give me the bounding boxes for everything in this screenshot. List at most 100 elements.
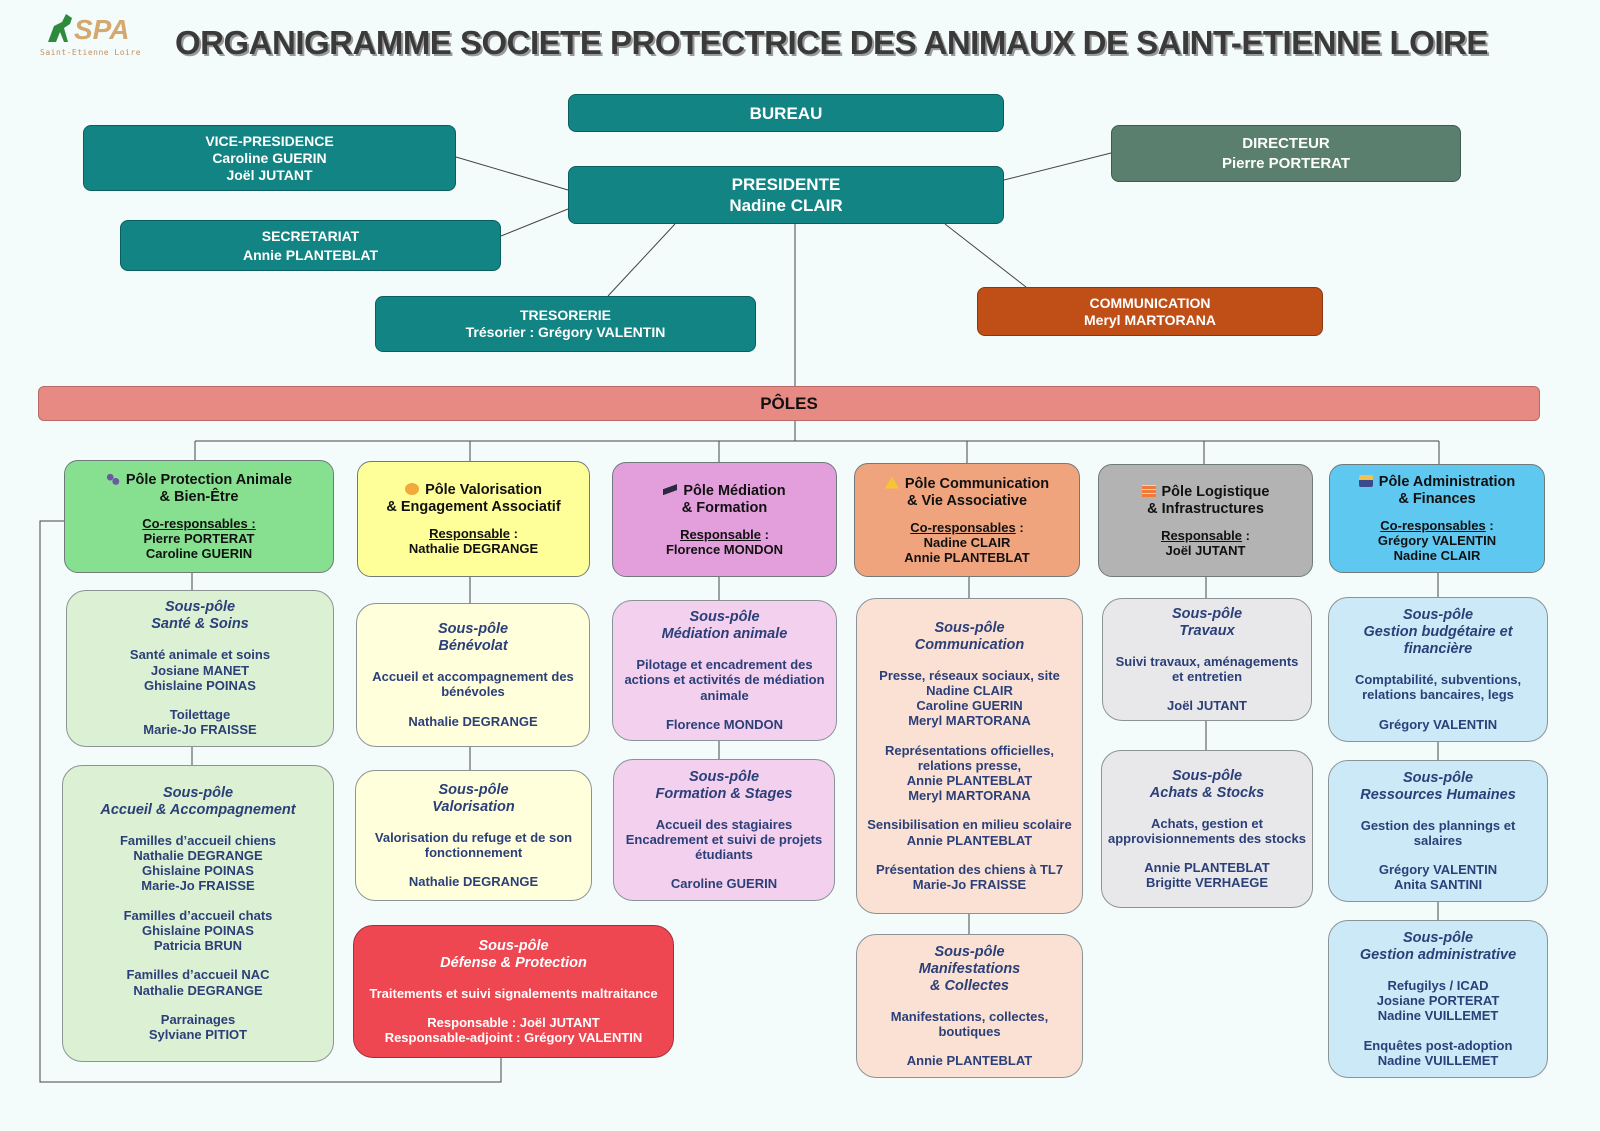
sous-pole-heading: Gestion administrative [1359,946,1517,963]
sous-pole-line: Accueil des stagiaires [655,816,793,832]
logo-subtitle: Saint-Etienne Loire [40,48,142,57]
sous-pole-heading: Sous-pôle [478,937,549,954]
sous-pole-line: Parrainages [160,1011,236,1027]
sous-pole-heading: Sous-pôle [437,621,509,638]
sous-pole-group: Gestion des plannings et salaires [1335,818,1541,848]
pole-title-text: Pôle Communication [904,475,1050,492]
sous-pole-group: Nathalie DEGRANGE [363,714,583,729]
pole-title-line: Pôle Communication [855,476,1079,493]
sous-pole-line: Familles d’accueil NAC [126,967,270,983]
dog-logo-icon [48,14,72,42]
pole-title-text: & Bien-Être [159,489,239,505]
sous-pole-group: Pilotage et encadrement des actions et a… [619,657,830,703]
pole-title-text: & Finances [1398,491,1476,507]
pole-title-line: & Finances [1330,491,1544,508]
pole-title-line: & Vie Associative [855,493,1079,510]
secretariat-role: SECRETARIAT [261,227,360,244]
sous-pole-line: Marie-Jo FRAISSE [143,722,257,738]
pole-member: Grégory VALENTIN [1377,533,1497,548]
communication-role: COMMUNICATION [1089,294,1211,311]
pole-title-line: Pôle Administration [1330,474,1544,491]
pole-title-line: & Infrastructures [1099,501,1312,518]
sous-pole-line: Caroline GUERIN [670,876,778,892]
sous-pole-line: Accueil et accompagnement des bénévoles [372,669,574,700]
pole-role-label: Co-responsables [910,519,1016,535]
tresorerie-box: TRESORERIE Trésorier : Grégory VALENTIN [375,296,756,352]
floppy-disk-icon [1358,475,1373,487]
directeur-name: Pierre PORTERAT [1221,154,1351,172]
pole-role-separator: : [760,526,769,542]
sous-pole-heading: Défense & Protection [440,954,587,971]
pole-title-text: Pôle Protection Animale [125,472,293,488]
pole-role-separator: : [509,526,518,541]
sous-pole-line: Meryl MARTORANA [908,788,1031,804]
sous-pole-group: Caroline GUERIN [620,876,828,891]
sous-pole-line: Nathalie DEGRANGE [133,848,263,864]
sous-pole-line: Pilotage et encadrement des actions et a… [624,657,825,703]
sous-pole-line: Presse, réseaux sociaux, site [879,667,1060,683]
sous-pole-line: Annie PLANTEBLAT [906,773,1033,788]
directeur-box: DIRECTEUR Pierre PORTERAT [1111,125,1461,182]
sous-pole-group: Nathalie DEGRANGE [362,874,585,889]
pole-member: Nathalie DEGRANGE [408,541,539,556]
sous-pole-heading: Sous-pôle [164,599,236,616]
sous-pole-line: Patricia BRUN [153,938,243,954]
pole-title-text: Pôle Logistique [1161,483,1270,500]
sous-pole-line: Sylviane PITIOT [148,1026,248,1042]
pole-member: Nadine CLAIR [923,534,1011,550]
spa-logo: SPA Saint-Etienne Loire [38,8,141,60]
pole-member: Nadine CLAIR [1393,548,1481,563]
sous-pole-line: Comptabilité, subventions, relations ban… [1354,672,1522,703]
pole-title-text: & Vie Associative [906,492,1028,509]
sous-pole-group: Accueil et accompagnement des bénévoles [363,669,583,699]
sous-pole-line: Meryl MARTORANA [908,713,1031,729]
sous-pole-line: Responsable-adjoint : Grégory VALENTIN [384,1030,643,1046]
pole-role-label: Responsable [680,526,761,542]
sous-pole-line: Nathalie DEGRANGE [408,874,539,890]
pole-role-label: Co-responsables : [142,516,256,531]
sous-pole-line: Responsable : Joël JUTANT [427,1014,600,1030]
sous-pole-line: Ghislaine POINAS [142,863,254,879]
sous-pole-heading: Médiation animale [661,626,788,643]
pole-member: Caroline GUERIN [145,546,253,561]
sous-pole-line: Présentation des chiens à TL7 [875,861,1064,877]
sous-pole-heading: Sous-pôle [1402,607,1474,624]
vice-name: Joël JUTANT [226,166,313,183]
pole-role-line: Responsable : [358,526,589,541]
tresorerie-role: TRESORERIE [519,307,611,323]
sous-pole-line: Sensibilisation en milieu scolaire [867,817,1072,833]
sous-pole-line: Nadine VUILLEMET [1377,1052,1499,1068]
bell-icon [884,476,899,489]
pole-title-text: Pôle Administration [1378,474,1516,490]
sous-pole-line: Ghislaine POINAS [144,677,256,693]
sous-pole-line: Encadrement et suivi de projets étudiant… [625,831,823,862]
sous-pole-heading: Sous-pôle [438,781,509,798]
sous-pole-line: Traitements et suivi signalements maltra… [369,985,658,1001]
communication-name: Meryl MARTORANA [1084,311,1216,328]
sous-pole-line: Gestion des plannings et salaires [1360,817,1516,848]
vice-role: VICE-PRESIDENCE [205,132,334,149]
sous-pole-line: Représentations officielles, relations p… [884,742,1055,773]
sous-pole-group: Représentations officielles, relations p… [863,743,1076,804]
pole-title-text: Pôle Médiation [683,482,786,499]
sous-pole-heading: Travaux [1179,622,1235,639]
sous-pole-group: Traitements et suivi signalements maltra… [360,986,667,1001]
brick-wall-icon [1141,484,1156,497]
sous-pole-heading: Ressources Humaines [1360,786,1516,803]
pole-role-label: Responsable [429,526,510,541]
